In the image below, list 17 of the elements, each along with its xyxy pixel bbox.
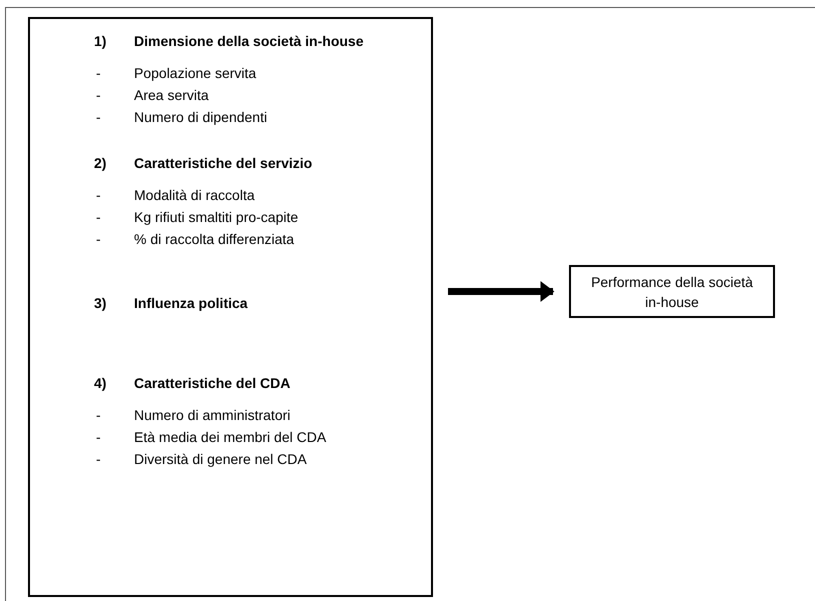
list-item: - Modalità di raccolta <box>96 186 255 204</box>
box-label: Performance della società in-house <box>590 272 754 312</box>
list-item: - % di raccolta differenziata <box>96 230 294 248</box>
list-item: - Numero di dipendenti <box>96 108 268 126</box>
list-item: - Kg rifiuti smaltiti pro-capite <box>96 208 298 226</box>
arrow <box>448 281 554 302</box>
section-heading: 1) Dimensione della società in-house <box>94 32 364 50</box>
factor-list-box <box>28 17 433 597</box>
list-item: - Popolazione servita <box>96 64 256 82</box>
list-item: - Area servita <box>96 86 209 104</box>
section-heading: 2) Caratteristiche del servizio <box>94 154 312 172</box>
list-item: - Diversità di genere nel CDA <box>96 450 307 468</box>
outcome-box <box>569 265 775 318</box>
list-item: - Numero di amministratori <box>96 406 290 424</box>
list-item: - Età media dei membri del CDA <box>96 428 326 446</box>
section-heading: 3) Influenza politica <box>94 294 248 312</box>
section-heading: 4) Caratteristiche del CDA <box>94 374 290 392</box>
